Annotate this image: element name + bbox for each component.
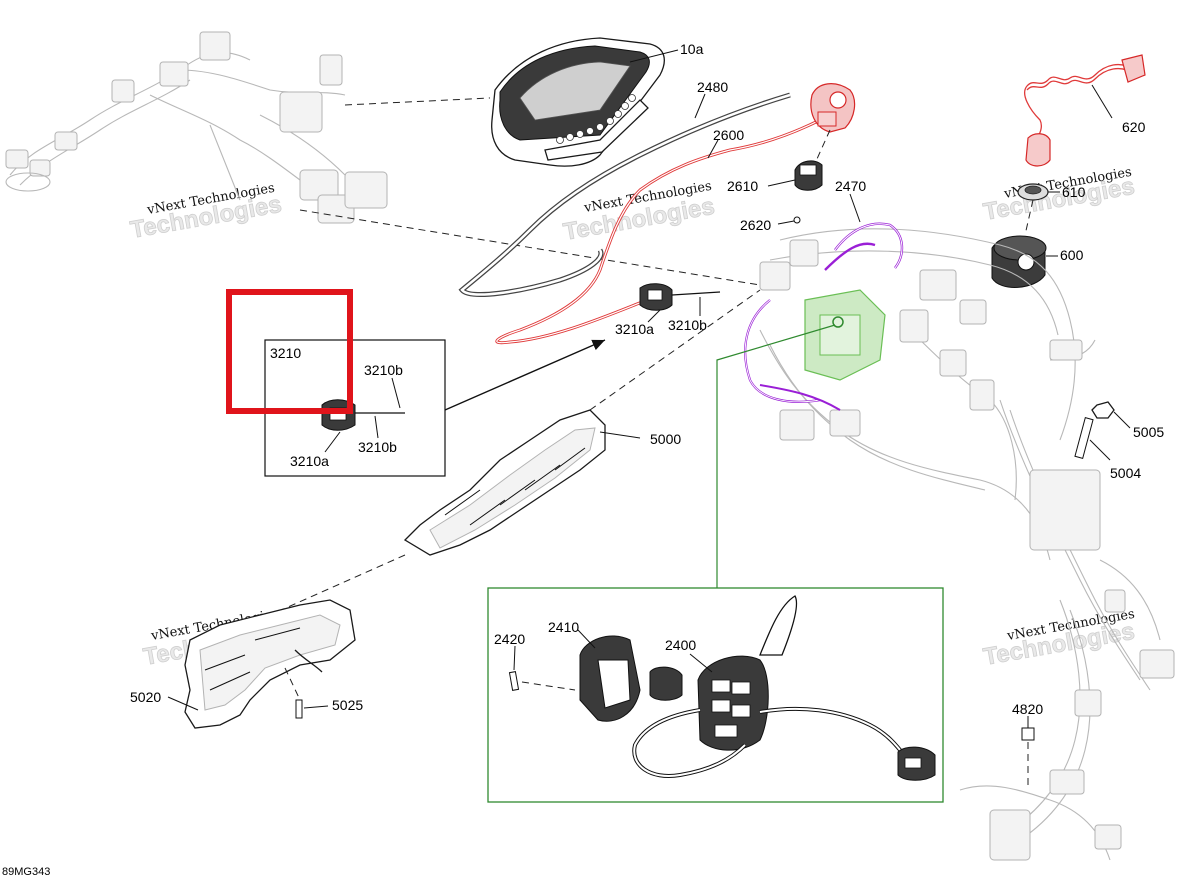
- callout-2410: 2410: [548, 619, 579, 635]
- callout-620: 620: [1122, 119, 1146, 135]
- callout-2470: 2470: [835, 178, 866, 194]
- bracket-5020: [167, 599, 356, 729]
- callout-2610: 2610: [727, 178, 758, 194]
- callout-5025: 5025: [332, 697, 363, 713]
- callout-3210b-main: 3210b: [668, 317, 707, 333]
- callout-2420: 2420: [494, 631, 525, 647]
- watermark-top-left: Technologies vNext Technologies: [128, 181, 284, 245]
- cable-2480: [458, 92, 791, 297]
- green-module: [804, 289, 886, 381]
- callout-5004: 5004: [1110, 465, 1141, 481]
- watermark-top-right: Technologies vNext Technologies: [981, 165, 1137, 227]
- callout-2620: 2620: [740, 217, 771, 233]
- leader-2470: [849, 193, 861, 223]
- callout-3210b-detail-top: 3210b: [364, 362, 403, 378]
- part-4820: [1021, 716, 1035, 790]
- callout-2600: 2600: [713, 127, 744, 143]
- wire-2600: [495, 118, 821, 345]
- highlight-box: [226, 289, 353, 414]
- callout-600: 600: [1060, 247, 1084, 263]
- callout-3210b-detail-bottom: 3210b: [358, 439, 397, 455]
- connector-3210-main: [639, 283, 721, 323]
- lanyard-620: [1024, 54, 1146, 167]
- callout-3210a-main: 3210a: [615, 321, 654, 337]
- callout-4820: 4820: [1012, 701, 1043, 717]
- callout-5005: 5005: [1133, 424, 1164, 440]
- pointer-harness-to-main: [299, 209, 761, 286]
- green-leader: [716, 324, 836, 588]
- pointer-harness-to-cluster: [344, 97, 491, 106]
- callout-2400: 2400: [665, 637, 696, 653]
- bracket-5000: [403, 409, 641, 556]
- part-600: [991, 235, 1058, 288]
- screw-5025: [284, 667, 329, 719]
- instrument-cluster-10a: [491, 37, 679, 167]
- callout-10a: 10a: [680, 41, 704, 57]
- part-2610: [767, 160, 823, 191]
- harness-top-left: [5, 31, 388, 224]
- pointer-610-to-600: [1024, 199, 1034, 236]
- callout-3210a-detail: 3210a: [290, 453, 329, 469]
- callout-2480: 2480: [697, 79, 728, 95]
- arrow-detail-to-main: [444, 339, 606, 411]
- harness-main: [759, 228, 1175, 861]
- cluster-buttons: [556, 94, 636, 144]
- callout-5000: 5000: [650, 431, 681, 447]
- callout-3210: 3210: [270, 345, 301, 361]
- callout-610: 610: [1062, 184, 1086, 200]
- part-2620: [777, 216, 801, 225]
- red-switch-assembly: [810, 83, 856, 133]
- part-5005-5004: [1074, 401, 1131, 461]
- pointer-5000-down: [269, 554, 406, 616]
- purple-wiring-2470: [744, 222, 904, 411]
- detail-box-2400: [487, 587, 944, 803]
- diagram-id: 89MG343: [2, 866, 50, 877]
- callout-5020: 5020: [130, 689, 161, 705]
- pointer-5000-up: [589, 289, 761, 411]
